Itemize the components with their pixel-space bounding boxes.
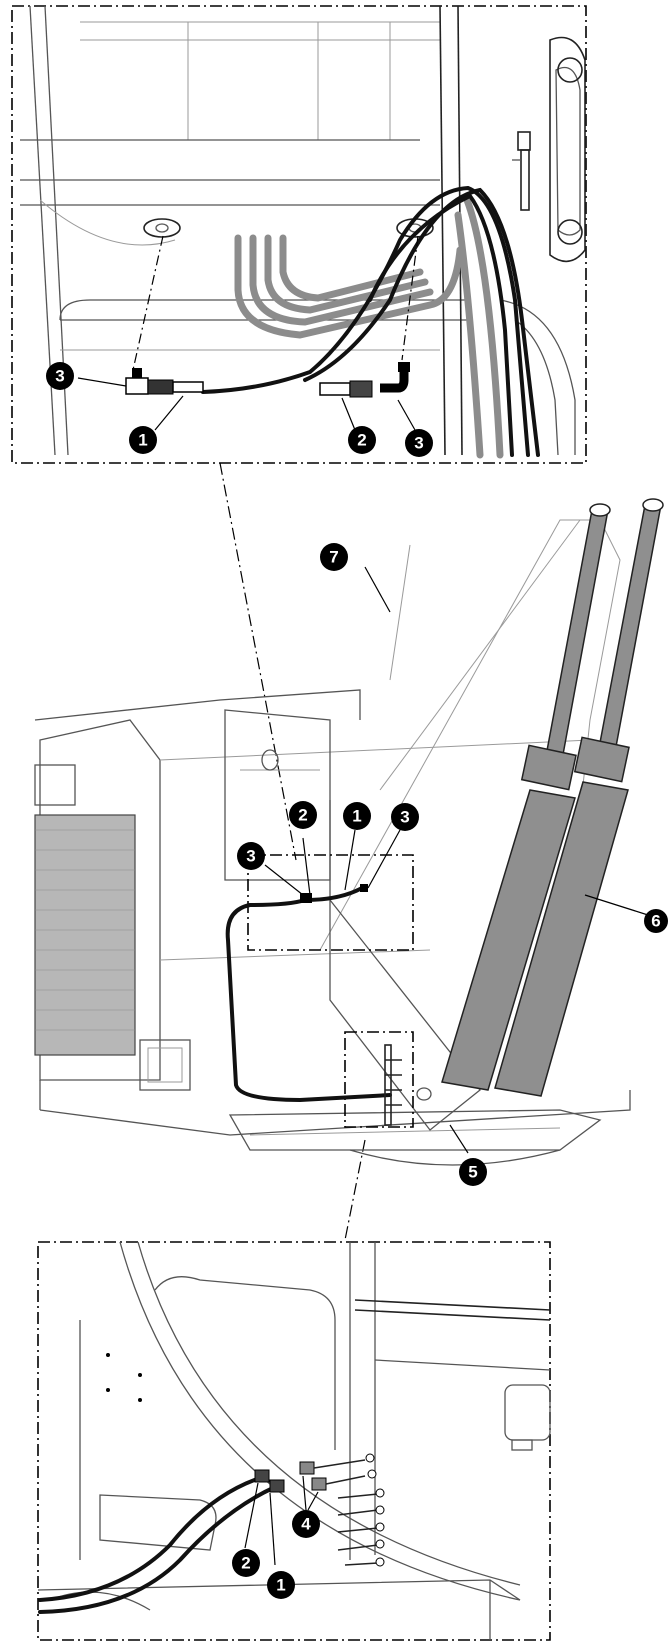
detail-view-top <box>11 5 587 464</box>
callout-2-bottom: 2 <box>232 1549 260 1577</box>
callout-3-main-right: 3 <box>391 803 419 831</box>
port-bank-bottom <box>299 1453 385 1567</box>
hose-fittings-top <box>125 362 410 398</box>
detail-view-bottom <box>37 1241 551 1641</box>
port-bank-main <box>384 1044 402 1126</box>
callout-label: 3 <box>55 367 64 386</box>
black-hose-main <box>225 898 392 1103</box>
radiator-grille <box>34 814 136 1056</box>
callout-label: 6 <box>651 912 660 931</box>
callout-1-bottom: 1 <box>267 1571 295 1599</box>
callout-label: 7 <box>329 548 338 567</box>
callout-3-top-left: 3 <box>46 362 74 390</box>
callout-label: 3 <box>400 808 409 827</box>
black-hose-top <box>201 185 540 457</box>
detail-frame-top <box>11 5 587 464</box>
callout-1-main: 1 <box>343 802 371 830</box>
callout-label: 1 <box>352 807 361 826</box>
detail-box-lower <box>344 1031 414 1128</box>
detail-frame-bottom <box>37 1241 551 1641</box>
callout-label: 4 <box>301 1515 311 1534</box>
main-view <box>34 498 664 1166</box>
callout-label: 3 <box>414 434 423 453</box>
callout-4-bottom: 4 <box>292 1510 320 1538</box>
callout-label: 5 <box>468 1163 477 1182</box>
detail-box-upper <box>247 854 414 951</box>
callout-1-top: 1 <box>129 426 157 454</box>
connector-main-to-bottom <box>344 1139 366 1241</box>
callout-6-main: 6 <box>644 909 668 933</box>
callout-2-top: 2 <box>348 426 376 454</box>
hydraulic-cylinder-right <box>494 498 664 1097</box>
callout-7-main: 7 <box>320 543 348 571</box>
grey-hose-bundle <box>234 196 504 459</box>
callout-label: 2 <box>298 806 307 825</box>
hydraulic-cylinder-left <box>441 503 611 1091</box>
callout-5-main: 5 <box>459 1158 487 1186</box>
callout-label: 2 <box>241 1554 250 1573</box>
black-hose-bottom <box>38 1476 262 1602</box>
callout-3-main-left: 3 <box>237 842 265 870</box>
callout-label: 3 <box>246 847 255 866</box>
callout-2-main: 2 <box>289 801 317 829</box>
callout-label: 2 <box>357 431 366 450</box>
callout-label: 1 <box>276 1576 285 1595</box>
connector-top-to-main <box>219 462 297 861</box>
callout-3-top-right: 3 <box>405 429 433 457</box>
callout-label: 1 <box>138 431 147 450</box>
